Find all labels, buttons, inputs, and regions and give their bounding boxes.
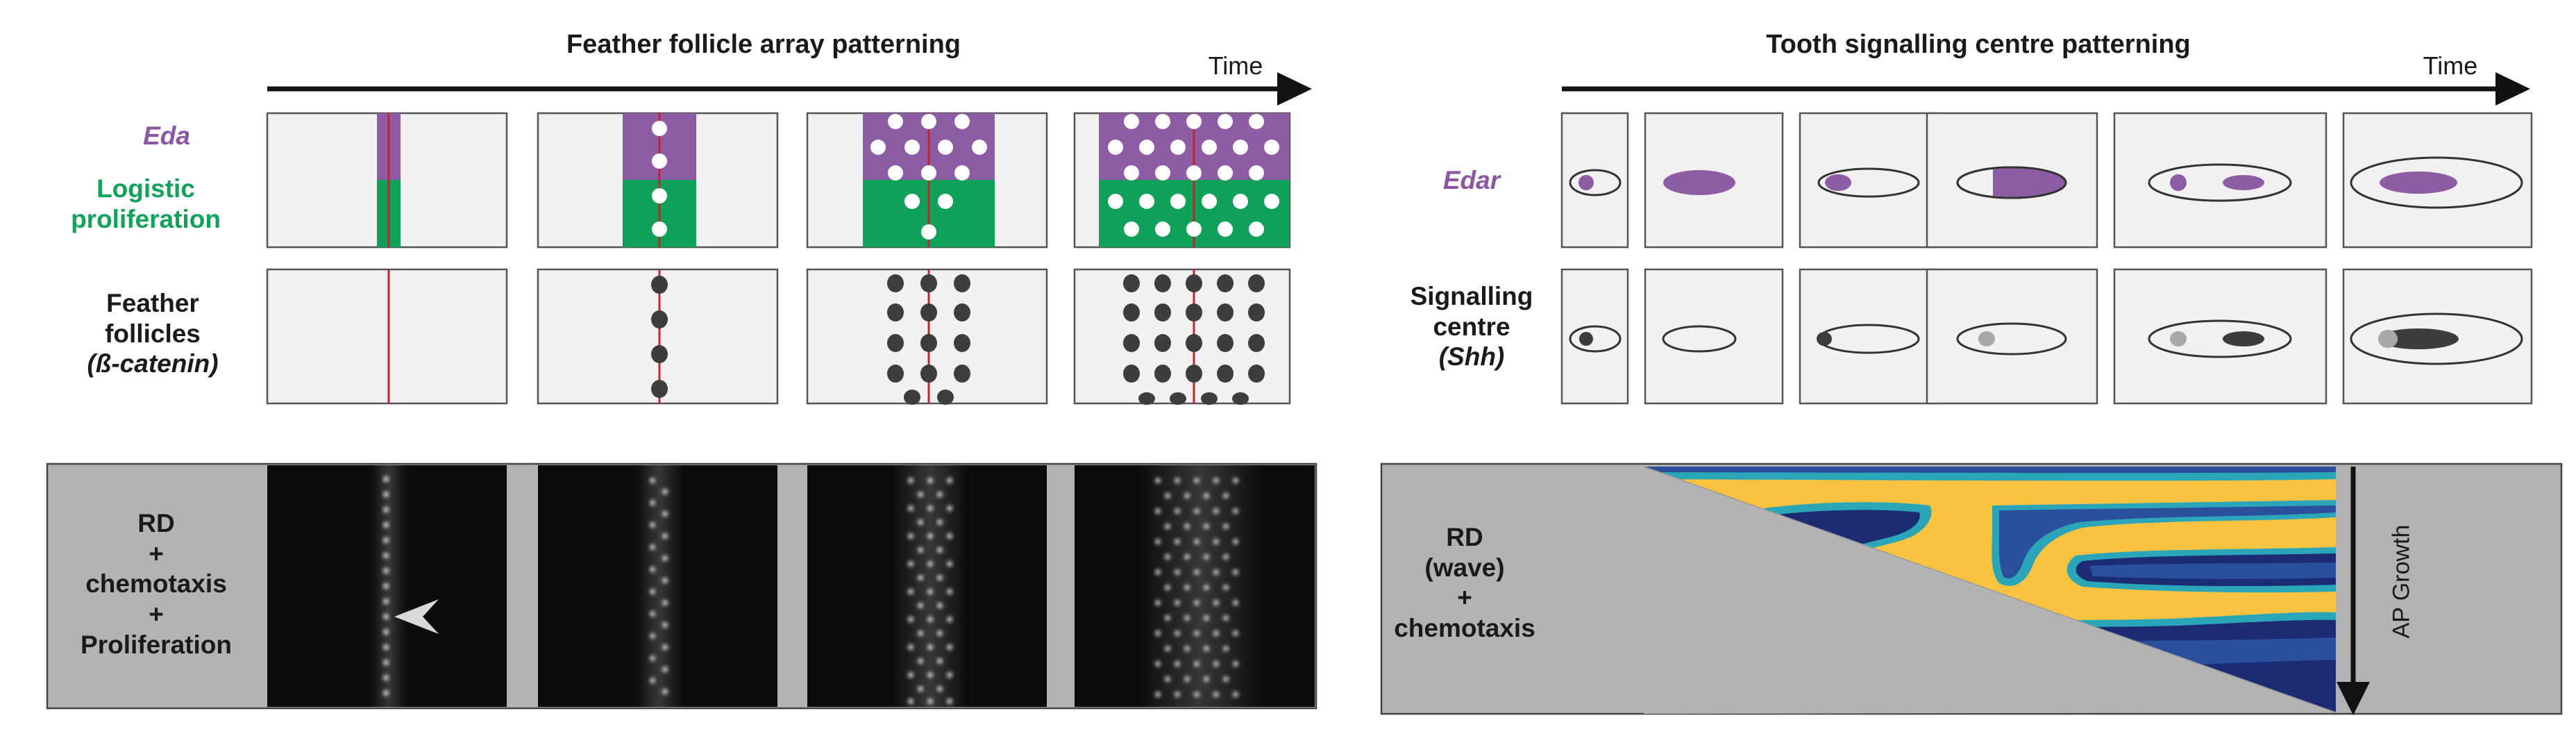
edar-row: [1560, 112, 2533, 249]
signalling-panel-2: [1644, 268, 1784, 405]
simulation-frame-4: [1075, 465, 1315, 707]
eda-panel-2: [537, 112, 779, 249]
edar-panel-2: [1644, 112, 1784, 249]
feather-model-label: RD + chemotaxis + Proliferation: [81, 509, 232, 659]
follicle-panel-2: [537, 268, 779, 405]
arrowhead-marker: [394, 599, 439, 634]
right-time-label: Time: [2423, 51, 2478, 80]
right-panel-title: Tooth signalling centre patterning: [1766, 30, 2191, 59]
signalling-panel-1: [1560, 268, 1629, 405]
signalling-panel-3: [1799, 268, 1939, 405]
signalling-panel-4: [1926, 268, 2098, 405]
edar-panel-1: [1560, 112, 1629, 249]
signalling-panel-6: [2342, 268, 2533, 405]
tooth-model-label: RD (wave) + chemotaxis: [1394, 523, 1535, 642]
ap-growth-arrow: [2337, 467, 2370, 715]
edar-panel-five: [2113, 112, 2327, 249]
right-time-arrow: [1562, 72, 2530, 106]
edar-panel-six: [2342, 112, 2533, 249]
follicle-panel-1: [266, 268, 508, 405]
logistic-proliferation-label: Logistic proliferation: [71, 174, 221, 233]
signalling-panel-5: [2113, 268, 2327, 405]
left-time-label: Time: [1208, 51, 1263, 80]
follicle-panel-4: [1073, 268, 1291, 405]
eda-label: Eda: [143, 122, 190, 150]
feather-follicles-label: Feather follicles (ß-catenin): [87, 289, 219, 378]
follicle-row: [266, 268, 1291, 405]
simulation-frame-1: [267, 465, 507, 707]
feather-simulation-strip: [46, 462, 1318, 710]
follicle-panel-3: [806, 268, 1048, 405]
signalling-row: [1560, 268, 2533, 405]
edar-panel-3: [1799, 112, 1939, 249]
eda-panel-1: [266, 112, 508, 249]
signalling-centre-label: Signalling centre (Shh): [1410, 282, 1533, 372]
eda-row: [266, 112, 1291, 249]
eda-panel-3: [806, 112, 1048, 249]
tooth-simulation-panel: [1380, 462, 2563, 715]
ap-growth-label: AP Growth: [2388, 524, 2415, 639]
left-panel-title: Feather follicle array patterning: [566, 30, 961, 59]
edar-panel-four: [1926, 112, 2098, 249]
eda-panel-4: [1073, 112, 1291, 249]
simulation-frame-2: [538, 465, 777, 707]
edar-label: Edar: [1442, 166, 1501, 194]
simulation-frame-3: [807, 465, 1047, 707]
left-time-arrow: [267, 72, 1312, 106]
